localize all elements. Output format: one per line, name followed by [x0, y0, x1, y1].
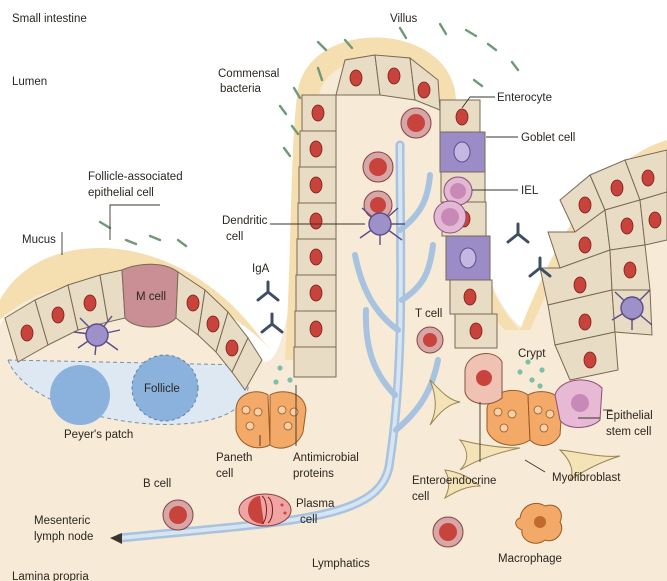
nucleus [388, 68, 400, 84]
nucleus [310, 249, 322, 265]
nucleus [579, 197, 591, 213]
label-fae-2: epithelial cell [88, 187, 154, 199]
nucleus [84, 295, 96, 311]
nucleus [350, 70, 362, 86]
iel-nucleus [450, 183, 466, 199]
paneth-cell [236, 392, 270, 448]
nucleus [470, 323, 482, 339]
label-dendritic-cell-2: cell [226, 231, 243, 243]
label-peyers-patch: Peyer's patch [64, 429, 133, 441]
nucleus [207, 316, 219, 332]
nucleus [21, 325, 33, 341]
label-lamina-propria: Lamina propria [12, 571, 89, 581]
label-goblet-cell: Goblet cell [521, 132, 575, 144]
nucleus [579, 314, 591, 330]
goblet-nucleus [454, 142, 470, 162]
label-myofibroblast: Myofibroblast [552, 472, 621, 484]
nucleus [456, 109, 468, 125]
label-antimicrobial-proteins-2: proteins [293, 468, 334, 480]
label-crypt: Crypt [518, 348, 546, 360]
label-b-cell: B cell [143, 478, 171, 490]
nucleus [621, 218, 633, 234]
goblet-nucleus [460, 248, 476, 268]
t-cell [417, 327, 443, 353]
label-m-cell: M cell [136, 291, 166, 303]
nucleus [310, 321, 322, 337]
label-lymphatics: Lymphatics [312, 558, 370, 570]
nucleus [310, 285, 322, 301]
label-paneth-cell-2: cell [216, 468, 233, 480]
label-mesenteric-lymph-node: Mesenteric [34, 515, 90, 527]
label-antimicrobial-proteins: Antimicrobial [293, 452, 359, 464]
nucleus [226, 340, 238, 356]
label-fae: Follicle-associated [88, 171, 183, 183]
nucleus [574, 277, 586, 293]
label-dendritic-cell: Dendritic [222, 215, 268, 227]
nucleus [52, 307, 64, 323]
nucleus [312, 105, 324, 121]
label-iga: IgA [252, 263, 270, 275]
label-plasma-cell-2: cell [300, 514, 317, 526]
label-t-cell: T cell [415, 308, 442, 320]
nucleus [310, 141, 322, 157]
enterocyte [294, 347, 336, 377]
nucleus [310, 177, 322, 193]
iel-nucleus [407, 114, 425, 132]
label-commensal-bacteria-2: bacteria [220, 83, 262, 95]
label-macrophage: Macrophage [498, 553, 562, 565]
iel-nucleus [370, 197, 386, 213]
label-mesenteric-lymph-node-2: lymph node [34, 531, 93, 543]
label-paneth-cell: Paneth [216, 452, 252, 464]
label-enteroendocrine-cell: Enteroendocrine [412, 475, 496, 487]
iel-nucleus [369, 158, 387, 176]
label-enteroendocrine-cell-2: cell [412, 491, 429, 503]
label-enterocyte: Enterocyte [497, 92, 552, 104]
nucleus [418, 82, 430, 98]
enteroendocrine-nucleus [476, 370, 492, 386]
nucleus [579, 237, 591, 253]
label-plasma-cell: Plasma [296, 498, 335, 510]
b-cell [163, 500, 193, 530]
nucleus [584, 352, 596, 368]
nucleus [187, 295, 199, 311]
nucleus [624, 262, 636, 278]
nucleus [310, 213, 322, 229]
label-epithelial-stem-cell-2: stem cell [606, 426, 651, 438]
nucleus [649, 212, 661, 228]
iel-nucleus [441, 208, 459, 226]
paneth-cells-left [236, 392, 306, 448]
nucleus [642, 170, 654, 186]
label-follicle: Follicle [144, 383, 180, 395]
label-mucus: Mucus [22, 234, 56, 246]
b-cell [433, 517, 463, 547]
plasma-cell [239, 494, 291, 526]
label-lumen: Lumen [12, 76, 47, 88]
label-small-intestine: Small intestine [12, 13, 87, 25]
label-iel: IEL [521, 185, 539, 197]
stem-cell-nucleus [571, 394, 589, 412]
nucleus [611, 180, 623, 196]
follicle [50, 365, 110, 425]
nucleus [464, 289, 476, 305]
label-epithelial-stem-cell: Epithelial [606, 410, 653, 422]
label-commensal-bacteria: Commensal [218, 68, 279, 80]
label-villus: Villus [390, 13, 418, 25]
